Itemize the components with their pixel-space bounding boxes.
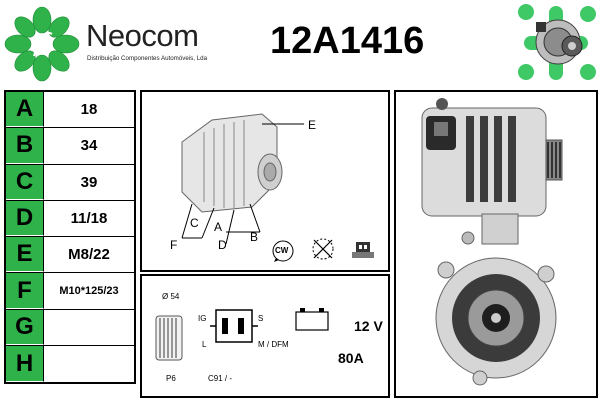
terminal-m-dfm: M / DFM	[258, 340, 289, 349]
spec-value	[44, 310, 134, 345]
fan-crossed-icon	[310, 236, 336, 262]
spec-row-a: A 18	[6, 92, 134, 129]
product-thumbnail[interactable]	[512, 0, 600, 86]
spec-row-d: D 11/18	[6, 200, 134, 238]
spec-letter: H	[6, 346, 44, 383]
label-d: D	[218, 238, 227, 252]
rotation-label: CW	[275, 246, 289, 255]
alternator-photo	[421, 98, 563, 386]
spec-letter: F	[6, 273, 44, 309]
spec-row-e: E M8/22	[6, 237, 134, 274]
spec-value: M8/22	[68, 246, 110, 264]
spec-letter: G	[6, 309, 44, 346]
pulley-icon	[154, 314, 184, 362]
spec-row-b: B 34	[6, 128, 134, 165]
spec-letter: D	[6, 200, 44, 237]
terminal-l: L	[202, 340, 207, 349]
spec-value: 34	[80, 137, 98, 155]
dimension-diagram-panel: E C A F D B CW	[140, 90, 390, 272]
spec-letter: A	[6, 92, 44, 128]
regulator-terminal-icon	[208, 306, 260, 346]
brand-tagline: Distribuição Componentes Automóveis, Lda	[87, 55, 208, 62]
spec-letter: B	[6, 128, 44, 164]
connector-plug-icon	[350, 238, 376, 262]
label-f: F	[170, 238, 178, 252]
spec-row-c: C 39	[6, 164, 134, 201]
battery-icon	[294, 306, 330, 332]
spec-row-h: H	[6, 346, 134, 383]
part-number: 12A1416	[270, 20, 425, 62]
terminal-s: S	[258, 314, 264, 323]
spec-value: M10*125/23	[59, 285, 119, 298]
spec-table: A 18 B 34 C 39 D 11/18 E M8/22 F M10*125…	[4, 90, 136, 385]
alternator-sketch	[181, 113, 304, 245]
product-photo-panel	[394, 90, 598, 398]
electrical-specs-panel: Ø 54 P6 IG S L M / DFM	[140, 274, 390, 398]
amperage: 80A	[338, 350, 364, 366]
spec-row-f: F M10*125/23	[6, 273, 134, 310]
connector-code: C91 / -	[208, 374, 233, 383]
pulley-diameter: Ø 54	[162, 292, 180, 301]
label-c: C	[190, 216, 199, 230]
terminal-ig: IG	[198, 314, 207, 323]
spec-value	[44, 346, 134, 382]
spec-letter: E	[6, 237, 44, 273]
voltage: 12 V	[354, 318, 383, 334]
label-b: B	[250, 230, 259, 244]
brand-name: Neocom	[86, 18, 199, 53]
spec-value: 18	[80, 101, 98, 119]
neocom-logo	[4, 6, 80, 82]
rotation-cw-icon: CW	[270, 238, 296, 264]
label-e: E	[308, 118, 317, 132]
spec-row-g: G	[6, 309, 134, 347]
spec-value: 11/18	[70, 210, 108, 228]
spec-letter: C	[6, 164, 44, 200]
label-a: A	[214, 220, 223, 234]
pulley-type: P6	[166, 374, 176, 383]
spec-value: 39	[80, 173, 98, 191]
